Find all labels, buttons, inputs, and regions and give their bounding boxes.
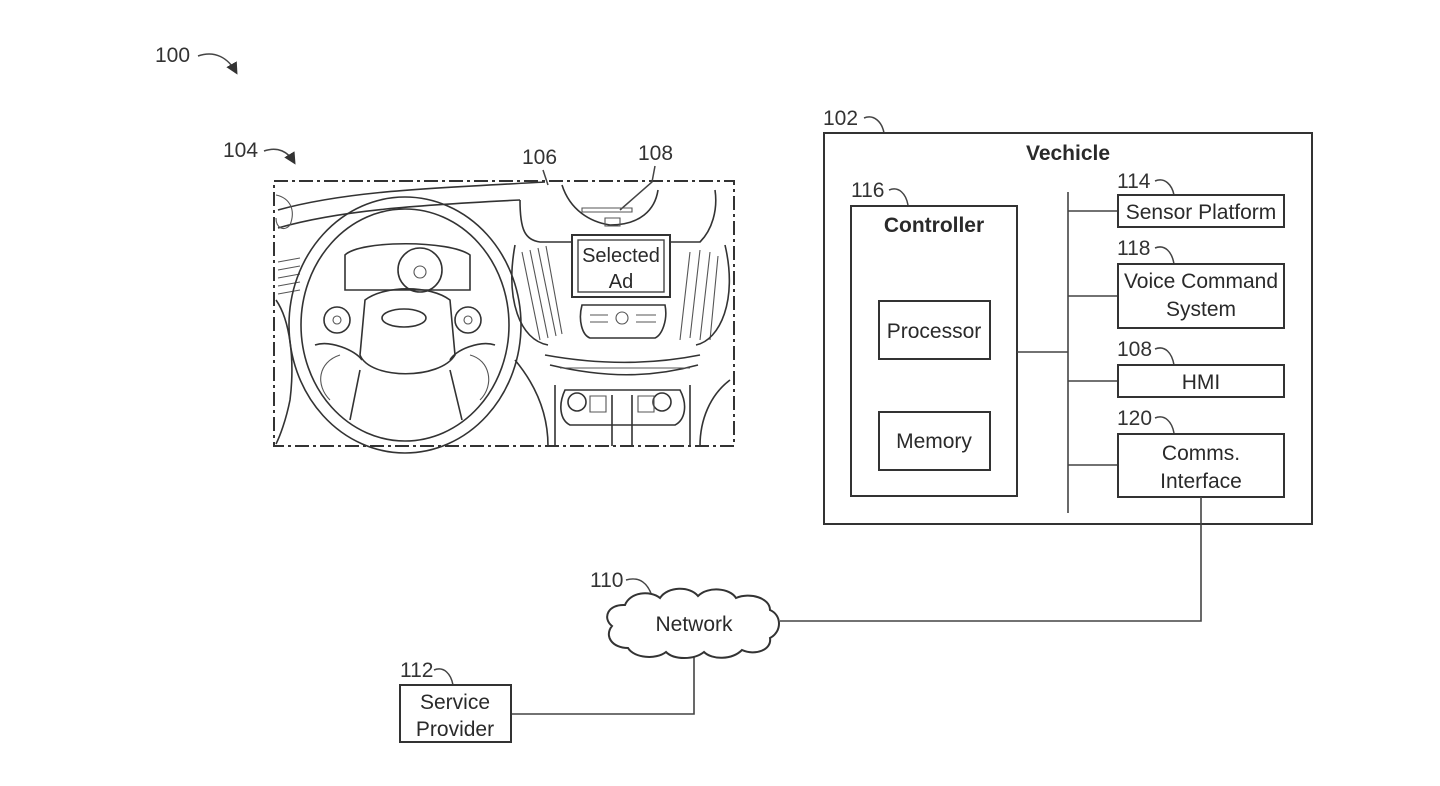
- controller-block: 116 Controller Processor Memory: [850, 179, 1018, 497]
- module-sensor-platform: 114 Sensor Platform: [1117, 170, 1285, 228]
- ad-screen: [571, 234, 671, 298]
- module-label: System: [1166, 298, 1236, 321]
- module-voice-command-system: 118 Voice Command System: [1117, 237, 1285, 329]
- ref-label-110: 110: [590, 569, 623, 592]
- arrow-icon: [263, 148, 296, 165]
- ref-label-116: 116: [851, 179, 884, 202]
- service-provider-label: Provider: [416, 718, 494, 741]
- module-label: Interface: [1160, 470, 1242, 493]
- ref-label-106: 106: [522, 146, 557, 169]
- vehicle-block: 102 Vechicle 116 Controller Processor Me…: [823, 107, 1313, 525]
- module-label: HMI: [1182, 371, 1221, 394]
- module-label: Comms.: [1162, 442, 1240, 465]
- comms-to-network-link: [780, 497, 1202, 622]
- screen-text-line-1: Selected: [582, 245, 660, 267]
- vehicle-title: Vechicle: [1026, 142, 1110, 165]
- module-comms-interface: 120 Comms. Interface: [1117, 407, 1285, 498]
- center-stack-icon: 106 108 Selected Ad: [511, 142, 731, 447]
- logo-oval-icon: [381, 308, 427, 328]
- figure-reference-100: 100: [155, 44, 238, 75]
- ref-label-100: 100: [155, 44, 190, 67]
- module-hmi: 108 HMI: [1117, 338, 1285, 398]
- arrow-icon: [197, 53, 238, 75]
- left-vent-icon: [275, 257, 301, 445]
- module-label: Voice Command: [1124, 270, 1278, 293]
- cloud-icon: [606, 587, 780, 659]
- module-label: Sensor Platform: [1126, 201, 1277, 224]
- memory-label: Memory: [896, 430, 972, 453]
- ref-label-112: 112: [400, 659, 433, 682]
- service-provider-label: Service: [420, 691, 490, 714]
- service-provider-block: 112 Service Provider: [399, 659, 512, 743]
- ref-label-120: 120: [1117, 407, 1152, 430]
- ref-label-108: 108: [1117, 338, 1152, 361]
- network-cloud: 110 Network: [590, 569, 780, 659]
- screen-text-line-2: Ad: [609, 271, 633, 293]
- ref-label-118: 118: [1117, 237, 1150, 260]
- ref-label-108: 108: [638, 142, 673, 165]
- ref-label-104: 104: [223, 139, 258, 162]
- dashboard-illustration: 104: [223, 139, 735, 454]
- processor-box: [878, 300, 991, 360]
- controller-title: Controller: [884, 214, 984, 237]
- steering-wheel-icon: [288, 196, 522, 454]
- network-to-provider-link: [511, 655, 695, 715]
- dashboard-frame: [273, 180, 735, 447]
- memory-box: [878, 411, 991, 471]
- ref-label-114: 114: [1117, 170, 1151, 193]
- processor-label: Processor: [887, 320, 982, 343]
- network-label: Network: [655, 613, 733, 636]
- ref-label-102: 102: [823, 107, 858, 130]
